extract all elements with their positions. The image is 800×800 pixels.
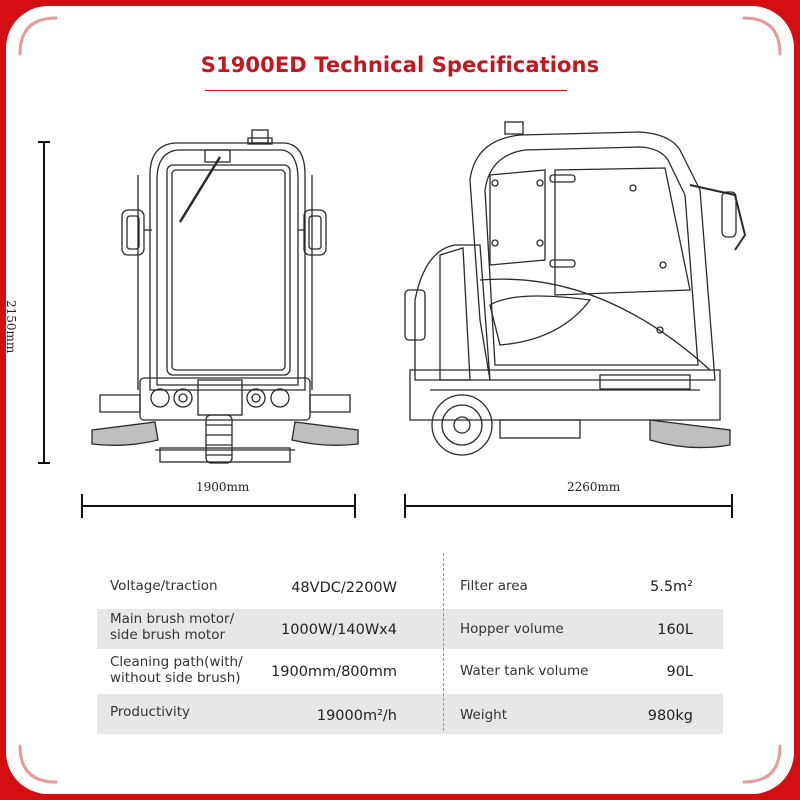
table-row: Productivity 19000m²/h Weight 980kg (97, 694, 723, 734)
dimension-lines (38, 141, 733, 518)
table-row: Main brush motor/ side brush motor 1000W… (97, 609, 723, 649)
column-divider (443, 553, 444, 731)
length-dimension-label: 2260mm (567, 480, 621, 494)
width-dimension-label: 1900mm (196, 480, 250, 494)
spec-value: 1900mm/800mm (271, 664, 397, 680)
corner-ornament-icon (738, 14, 784, 60)
spec-label: Productivity (110, 704, 191, 720)
spec-label: Filter area (460, 578, 528, 594)
page-title: S1900ED Technical Specifications (200, 53, 600, 77)
spec-label: Water tank volume (460, 663, 589, 679)
spec-value: 980kg (647, 708, 693, 724)
spec-value: 5.5m² (650, 579, 693, 595)
spec-card (6, 6, 794, 794)
height-dimension-label: 2150mm (4, 300, 18, 354)
table-row: Voltage/traction 48VDC/2200W Filter area… (97, 566, 723, 606)
corner-ornament-icon (16, 740, 62, 786)
side-view-drawing (404, 121, 747, 456)
spec-label: Weight (460, 707, 508, 723)
title-underline (205, 90, 567, 91)
spec-value: 48VDC/2200W (291, 580, 397, 596)
table-row: Cleaning path(with/ without side brush) … (97, 652, 723, 692)
corner-ornament-icon (16, 14, 62, 60)
front-view-drawing (91, 129, 359, 464)
technical-drawing (38, 121, 747, 518)
spec-value: 160L (657, 622, 693, 638)
spec-label: Main brush motor/ side brush motor (110, 611, 235, 643)
spec-label: Voltage/traction (110, 578, 218, 594)
spec-value: 1000W/140Wx4 (281, 622, 397, 638)
corner-ornament-icon (738, 740, 784, 786)
spec-value: 90L (666, 664, 693, 680)
spec-label: Hopper volume (460, 621, 564, 637)
spec-value: 19000m²/h (316, 708, 397, 724)
spec-label: Cleaning path(with/ without side brush) (110, 654, 243, 686)
